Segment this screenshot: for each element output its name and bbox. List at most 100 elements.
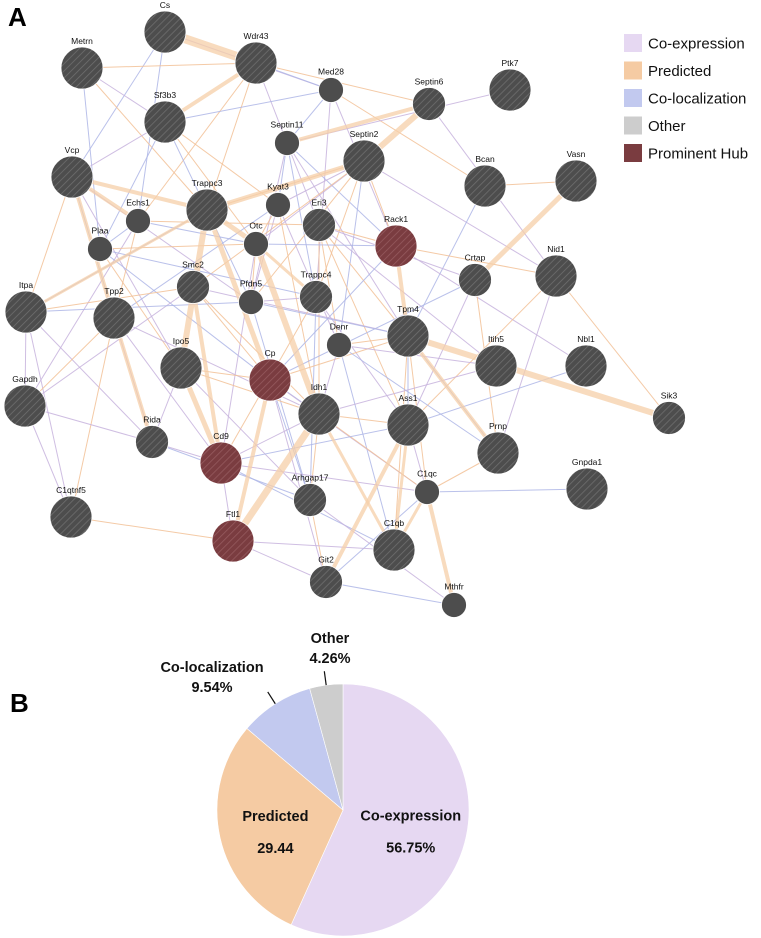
node-ass1[interactable]: Ass1 [386,393,430,447]
node-circle[interactable] [463,164,507,208]
edge-crtap-ass1 [407,279,476,426]
node-c1qc[interactable]: C1qc [414,469,440,505]
node-sf3b3[interactable]: Sf3b3 [143,90,187,144]
node-circle[interactable] [318,77,344,103]
node-circle[interactable] [386,314,430,358]
node-circle[interactable] [458,263,492,297]
node-echs1[interactable]: Echs1 [125,198,151,234]
edge-rack1-nid1 [395,245,557,277]
node-circle[interactable] [199,441,243,485]
node-circle[interactable] [374,224,418,268]
node-rida[interactable]: Rida [135,415,169,459]
edge-tpp2-cd9 [113,317,222,464]
node-circle[interactable] [248,358,292,402]
node-circle[interactable] [92,296,136,340]
node-ftl1[interactable]: Ftl1 [211,509,255,563]
node-c1qtnf5[interactable]: C1qtnf5 [49,485,93,539]
node-septin11[interactable]: Septin11 [271,120,304,156]
node-circle[interactable] [243,231,269,257]
node-trappc3[interactable]: Trappc3 [185,178,229,232]
node-med28[interactable]: Med28 [318,67,344,103]
node-kyat3[interactable]: Kyat3 [265,182,291,218]
node-circle[interactable] [3,384,47,428]
node-nbl1[interactable]: Nbl1 [564,334,608,388]
node-circle[interactable] [49,495,93,539]
node-bcan[interactable]: Bcan [463,154,507,208]
node-circle[interactable] [534,254,578,298]
node-arhgap17[interactable]: Arhgap17 [292,473,329,517]
node-cp[interactable]: Cp [248,348,292,402]
node-circle[interactable] [211,519,255,563]
node-pfdn5[interactable]: Pfdn5 [238,279,264,315]
node-circle[interactable] [135,425,169,459]
node-circle[interactable] [87,236,113,262]
node-ptk7[interactable]: Ptk7 [488,58,532,112]
node-septin6[interactable]: Septin6 [412,77,446,121]
node-circle[interactable] [143,10,187,54]
node-circle[interactable] [652,401,686,435]
edge-rack1-cp [269,245,397,381]
node-prnp[interactable]: Prnp [476,421,520,475]
node-circle[interactable] [60,46,104,90]
node-git2[interactable]: Git2 [309,555,343,599]
node-circle[interactable] [554,159,598,203]
node-circle[interactable] [372,528,416,572]
node-cs[interactable]: Cs [143,0,187,54]
node-crtap[interactable]: Crtap [458,253,492,297]
node-smc2[interactable]: Smc2 [176,260,210,304]
node-sik3[interactable]: Sik3 [652,391,686,435]
node-c1qb[interactable]: C1qb [372,518,416,572]
edge-wdr43-septin6 [255,62,430,105]
node-circle[interactable] [299,280,333,314]
node-circle[interactable] [143,100,187,144]
node-wdr43[interactable]: Wdr43 [234,31,278,85]
node-itih5[interactable]: Itih5 [474,334,518,388]
edge-gnpda1-c1qc [426,488,588,493]
node-tpm4[interactable]: Tpm4 [386,304,430,358]
node-circle[interactable] [238,289,264,315]
node-ipo5[interactable]: Ipo5 [159,336,203,390]
node-circle[interactable] [274,130,300,156]
node-circle[interactable] [234,41,278,85]
node-denr[interactable]: Denr [326,322,352,358]
node-gnpda1[interactable]: Gnpda1 [565,457,609,511]
node-circle[interactable] [565,467,609,511]
node-metrn[interactable]: Metrn [60,36,104,90]
node-circle[interactable] [4,290,48,334]
node-otc[interactable]: Otc [243,221,269,257]
node-circle[interactable] [302,208,336,242]
node-trappc4[interactable]: Trappc4 [299,270,333,314]
node-gapdh[interactable]: Gapdh [3,374,47,428]
node-idh1[interactable]: Idh1 [297,382,341,436]
node-rack1[interactable]: Rack1 [374,214,418,268]
node-circle[interactable] [326,332,352,358]
node-circle[interactable] [412,87,446,121]
node-circle[interactable] [564,344,608,388]
node-circle[interactable] [125,208,151,234]
node-circle[interactable] [342,139,386,183]
node-circle[interactable] [309,565,343,599]
node-plaa[interactable]: Plaa [87,226,113,262]
node-tpp2[interactable]: Tpp2 [92,286,136,340]
node-circle[interactable] [265,192,291,218]
node-nid1[interactable]: Nid1 [534,244,578,298]
node-mthfr[interactable]: Mthfr [441,582,467,618]
node-vasn[interactable]: Vasn [554,149,598,203]
node-circle[interactable] [488,68,532,112]
node-circle[interactable] [176,270,210,304]
node-circle[interactable] [159,346,203,390]
node-itpa[interactable]: Itpa [4,280,48,334]
node-circle[interactable] [50,155,94,199]
node-circle[interactable] [414,479,440,505]
node-circle[interactable] [185,188,229,232]
node-eri3[interactable]: Eri3 [302,198,336,242]
node-septin2[interactable]: Septin2 [342,129,386,183]
node-circle[interactable] [293,483,327,517]
node-circle[interactable] [297,392,341,436]
node-circle[interactable] [441,592,467,618]
node-vcp[interactable]: Vcp [50,145,94,199]
node-cd9[interactable]: Cd9 [199,431,243,485]
node-circle[interactable] [476,431,520,475]
node-circle[interactable] [386,403,430,447]
node-circle[interactable] [474,344,518,388]
